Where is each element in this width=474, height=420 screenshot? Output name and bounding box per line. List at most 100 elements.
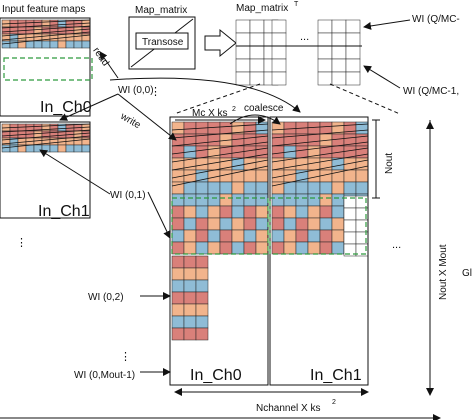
- big-grid-cell: [231, 169, 245, 183]
- big-grid-cell: [295, 145, 309, 159]
- nchannel-x-ks2-sup: 2: [332, 399, 336, 406]
- small-grid-cell: [9, 144, 19, 153]
- big-grid-cell: [295, 217, 309, 231]
- map-matrix-t-cell: [317, 58, 333, 73]
- big-grid-cell: [271, 229, 285, 243]
- input-feature-maps-grids: [1, 19, 91, 153]
- map-matrix-t-cell: [235, 32, 251, 47]
- big-grid-cell: [255, 145, 269, 159]
- strip-cell: [183, 303, 197, 317]
- small-grid-stroke: [1, 22, 91, 29]
- big-grid-cell: [171, 229, 185, 243]
- big-grid-cell: [295, 193, 309, 207]
- map-matrix-t-cell: [271, 32, 287, 47]
- big-grid-stroke: [271, 123, 369, 131]
- small-grid-cell: [9, 26, 19, 35]
- strip-cell: [171, 327, 185, 341]
- in-ch0-big-label: In_Ch0: [190, 367, 242, 384]
- big-grid-cell: [331, 181, 345, 195]
- small-grid-cell: [65, 40, 75, 49]
- map-matrix-t-grid: [235, 19, 361, 86]
- big-grid-cell: [271, 145, 285, 159]
- big-grid-cell: [171, 133, 185, 147]
- big-grid-cell: [231, 193, 245, 207]
- big-grid-cell: [343, 181, 357, 195]
- strip-cell: [183, 267, 197, 281]
- big-grid-cell: [183, 121, 197, 135]
- big-grid-cell: [243, 217, 257, 231]
- map-matrix-t-cell: [271, 58, 287, 73]
- map-matrix-t-cell: [331, 19, 347, 34]
- small-grid-stroke: [1, 28, 91, 37]
- big-grid-cell: [195, 241, 209, 255]
- big-grid-stroke: [271, 147, 369, 163]
- map-matrix-t-cell: [271, 19, 287, 34]
- big-grid-cell: [307, 205, 321, 219]
- big-grid-cell: [171, 241, 185, 255]
- strip-cell: [171, 267, 185, 281]
- wi-qmc1-label: WI (Q/MC-1,: [403, 86, 459, 97]
- big-grid-cell: [207, 217, 221, 231]
- read-arrow: [99, 51, 119, 79]
- big-grid-cell: [195, 145, 209, 159]
- strip-cell: [195, 255, 209, 269]
- big-grid-cell: [343, 169, 357, 183]
- big-grid-cell: [219, 205, 233, 219]
- big-grid-cell: [307, 241, 321, 255]
- small-grid-cell: [73, 144, 83, 153]
- big-grid-cell: [295, 229, 309, 243]
- big-grid-cell: [195, 217, 209, 231]
- big-grid-stroke: [271, 129, 369, 139]
- map-matrix-t-label: Map_matrix: [236, 3, 288, 14]
- big-grid-cell: [255, 169, 269, 183]
- mc-x-ks2-sup: 2: [232, 106, 236, 113]
- big-grid-cell: [295, 181, 309, 195]
- big-grid-stroke: [271, 165, 369, 187]
- small-grid-stroke: [1, 135, 91, 145]
- small-grid-stroke: [1, 34, 91, 45]
- big-grid-cell: [319, 121, 333, 135]
- strip-cell: [171, 315, 185, 329]
- big-grid-cell: [283, 193, 297, 207]
- big-grid-stroke: [271, 153, 369, 171]
- in-ch0-dashed-region: [3, 57, 93, 81]
- small-grid-stroke: [1, 129, 91, 137]
- expand-dashed-right: [329, 83, 401, 115]
- small-grid-cell: [81, 40, 91, 49]
- small-grid-cell: [1, 144, 11, 153]
- big-grid-cell: [195, 193, 209, 207]
- big-grid-stroke: [271, 159, 369, 179]
- in-ch1-small-label: In_Ch1: [38, 203, 90, 220]
- strip-cell: [195, 327, 209, 341]
- big-grid-cell: [183, 229, 197, 243]
- big-grid-cell: [195, 205, 209, 219]
- strip-cell: [171, 303, 185, 317]
- small-grid-cell: [9, 40, 19, 49]
- small-grid-cell: [49, 40, 59, 49]
- map-matrix-t-cell: [345, 32, 361, 47]
- big-grid-cell: [231, 241, 245, 255]
- small-grid-cell: [49, 19, 59, 28]
- big-grid-cell: [219, 229, 233, 243]
- big-grid-cell: [331, 241, 345, 255]
- big-grid-cell: [195, 181, 209, 195]
- big-grid-cell: [219, 181, 233, 195]
- big-grid-cell: [307, 181, 321, 195]
- wi-01-label: WI (0,1): [110, 190, 146, 201]
- small-grid-stroke: [1, 31, 91, 41]
- big-grid-cell: [283, 121, 297, 135]
- nout-x-mout-label: Nout X Mout: [438, 244, 449, 300]
- map-matrix-t-cell: [317, 32, 333, 47]
- strip-cell: [195, 291, 209, 305]
- map-matrix-t-cell: [249, 71, 265, 86]
- strip-cell: [171, 255, 185, 269]
- strip-cell: [195, 315, 209, 329]
- big-grid-cell: [207, 205, 221, 219]
- big-ch1-dashed-region: [269, 197, 367, 255]
- small-grid-cell: [57, 144, 67, 153]
- big-grid-cell: [243, 241, 257, 255]
- coalesce-arrow: [229, 114, 281, 125]
- big-grid-cell: [171, 121, 185, 135]
